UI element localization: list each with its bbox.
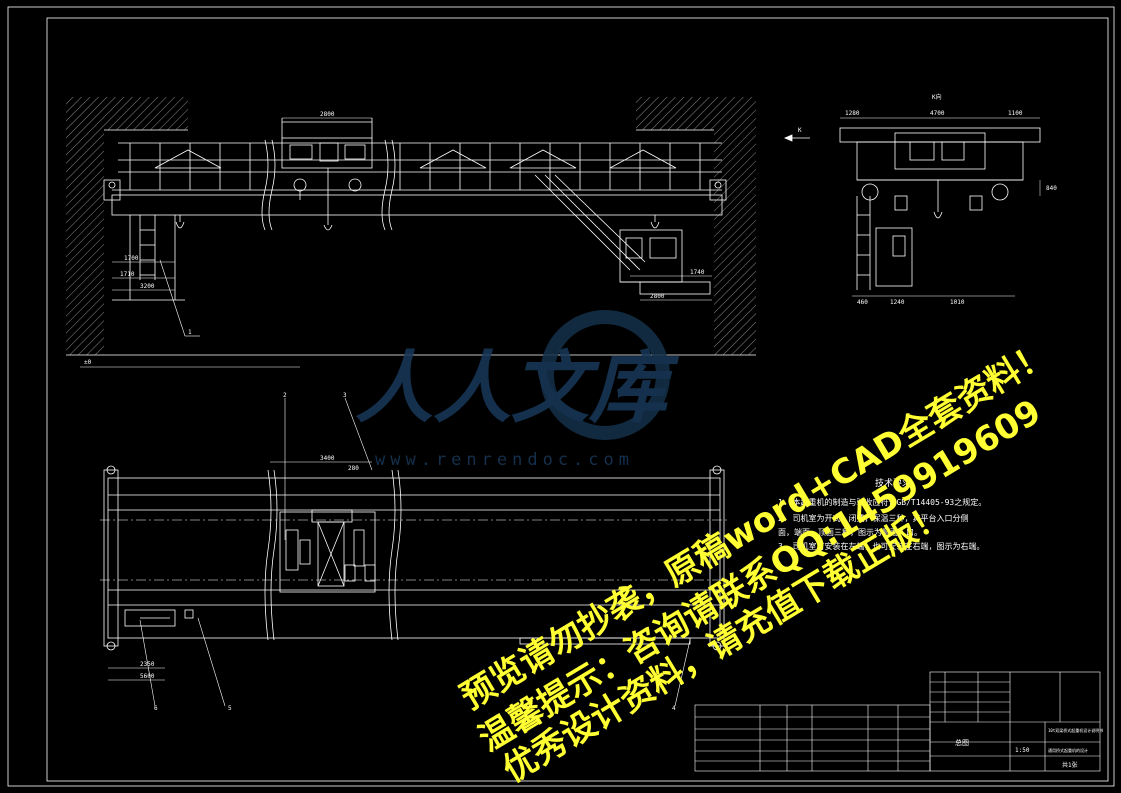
dim-plan-bottom-1: 2350 xyxy=(140,661,155,668)
dim-side-bottom-3: 1010 xyxy=(950,299,965,306)
watermark-brand: 人人文库 xyxy=(355,344,680,434)
dim-side-top-1: 1280 xyxy=(845,110,860,117)
callout-2: 2 xyxy=(283,392,287,399)
railing-posts xyxy=(129,143,701,190)
title-block-drawing-1: 10t双梁桥式起重机设计说明书 xyxy=(1048,727,1103,733)
tech-req-item-4: 3. 司机室可安装在左端，也可安装在右端，图示为右端。 xyxy=(778,541,984,551)
title-block-scale: 1:50 xyxy=(1015,747,1030,754)
inner-frame xyxy=(46,17,1109,782)
plan-view xyxy=(100,397,730,707)
watermark-logo-ring xyxy=(540,310,670,440)
callout-3: 3 xyxy=(343,392,347,399)
dim-left-c: 1710 xyxy=(120,271,135,278)
callout-1: 1 xyxy=(188,329,192,336)
outer-frame xyxy=(7,6,1115,787)
dim-side-top-2: 4700 xyxy=(930,110,945,117)
title-block-drawing-2: 通用桥式起重机的设计 xyxy=(1048,747,1088,753)
tech-req-item-1: 1. 本起重机的制造与验收应符合GB/T14405-93之规定。 xyxy=(778,497,986,507)
dim-left-b: 3200 xyxy=(140,283,155,290)
k-side-view xyxy=(839,117,1041,297)
dim-plan-bottom-2: 5600 xyxy=(140,673,155,680)
dim-right-a: 1740 xyxy=(690,269,705,276)
tech-req-item-3: 面，端面，顶面三种，图示为侧面入口。 xyxy=(778,527,922,537)
front-elevation xyxy=(66,97,810,368)
left-wall-hatch xyxy=(66,97,188,130)
dim-side-height: 840 xyxy=(1046,185,1057,192)
renrendoc-watermark: 人人文库 www.renrendoc.com xyxy=(355,310,680,470)
dim-ground: ±0 xyxy=(84,359,92,366)
title-block-sheet: 共1张 xyxy=(1062,761,1078,769)
callout-4: 4 xyxy=(672,705,676,712)
dim-top-main: 2800 xyxy=(320,111,335,118)
dim-side-bottom-1: 460 xyxy=(857,299,868,306)
k-arrow-label: K xyxy=(798,127,802,134)
tech-req-item-2: 2. 司机室为开式，闭式，保温三种，其平台入口分侧 xyxy=(778,513,968,523)
parameter-table xyxy=(694,704,931,772)
title-block xyxy=(929,671,1101,772)
right-wall-hatch-low xyxy=(714,130,756,355)
watermark-url: www.renrendoc.com xyxy=(375,450,634,470)
k-view-title: K向 xyxy=(932,93,942,101)
left-wall-hatch-low xyxy=(66,130,104,355)
warning-line-2: 温馨提示：咨询请联系QQ:1459919609 xyxy=(472,392,1048,760)
dim-left-a: 1700 xyxy=(124,255,139,262)
dim-plan-top-2: 280 xyxy=(348,465,359,472)
dim-side-top-3: 1100 xyxy=(1008,110,1023,117)
right-wall-hatch xyxy=(636,97,756,130)
tech-req-title: 技术要求 xyxy=(875,477,911,489)
title-block-name: 总图 xyxy=(955,738,969,747)
dim-plan-top-1: 3400 xyxy=(320,455,335,462)
callout-6: 6 xyxy=(154,705,158,712)
dim-side-bottom-2: 1240 xyxy=(890,299,905,306)
callout-5: 5 xyxy=(228,705,232,712)
dim-right-b: 2800 xyxy=(650,293,665,300)
